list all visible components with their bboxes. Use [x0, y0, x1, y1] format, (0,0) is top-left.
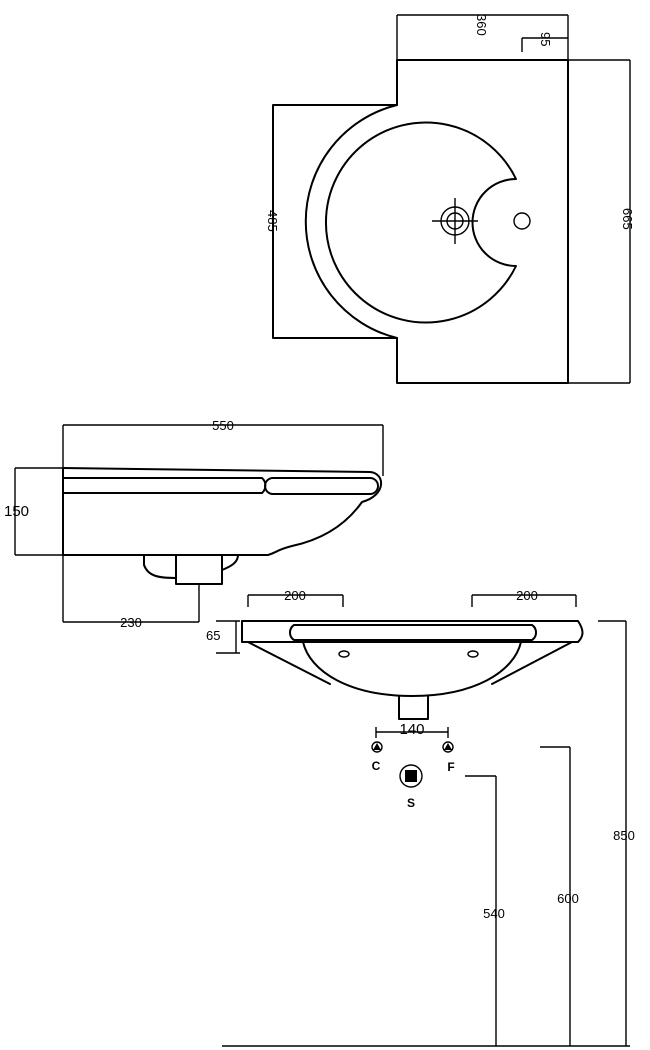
- fixing-hole-left: [338, 650, 350, 658]
- dim-left-fixing: 200: [284, 588, 306, 603]
- drain-icon: [432, 198, 478, 244]
- dim-tap-offset: 95: [538, 32, 553, 46]
- front-view-rim: [241, 620, 584, 643]
- fixing-hole-right: [467, 650, 479, 658]
- front-view-brackets: [247, 641, 573, 685]
- dim-waste-offset: 230: [120, 615, 142, 630]
- dim-depth: 550: [212, 418, 234, 433]
- label-waste: S: [407, 796, 415, 810]
- dim-right-fixing: 200: [516, 588, 538, 603]
- top-view-bowl: [325, 121, 517, 324]
- front-view-rim-inner: [288, 624, 538, 641]
- dim-outer-height: 665: [620, 208, 635, 230]
- side-view-rim: [62, 477, 267, 494]
- side-view-outline: [62, 467, 382, 556]
- hot-supply-icon: [442, 741, 454, 753]
- front-view-waste: [398, 695, 429, 720]
- tap-hole-icon: [513, 212, 531, 230]
- side-view-trap: [143, 554, 239, 585]
- side-view: 550 150 230: [4, 418, 384, 630]
- dim-supply-height: 540: [483, 906, 505, 921]
- label-cold: C: [372, 759, 381, 773]
- cold-supply-icon: [371, 741, 383, 753]
- dim-inner-height: 485: [265, 210, 280, 232]
- label-hot: F: [447, 760, 454, 774]
- dim-rim: 65: [206, 628, 220, 643]
- dim-height: 150: [4, 503, 29, 520]
- dim-trap-height: 600: [557, 891, 579, 906]
- dim-rim-height: 850: [613, 828, 635, 843]
- dim-top-width: 360: [474, 14, 489, 36]
- top-view: 360 95 485 665: [265, 14, 635, 384]
- front-view: 200 200 65 140 C F S: [206, 588, 635, 1047]
- waste-outlet-icon: [399, 764, 423, 788]
- dim-supply-spacing: 140: [399, 721, 424, 738]
- front-view-bowl: [302, 641, 522, 697]
- top-view-outline: [272, 59, 569, 384]
- top-view-basin-outer: [304, 104, 398, 339]
- side-view-rim-front: [264, 477, 379, 495]
